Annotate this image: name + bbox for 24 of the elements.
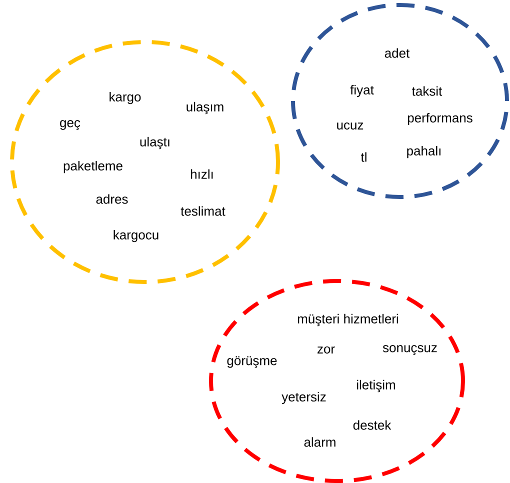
word-label: tl — [360, 152, 366, 162]
word-label: alarm — [304, 437, 336, 447]
word-label: adres — [96, 194, 128, 204]
word-label: teslimat — [180, 206, 226, 216]
word-label: sonuçsuz — [382, 345, 437, 355]
word-label: kargo — [110, 92, 141, 104]
word-label: kargocu — [114, 230, 158, 242]
word-label: görüşme — [227, 356, 277, 368]
word-label: performans — [408, 112, 472, 126]
word-label: adet — [384, 48, 410, 58]
word-label: destek — [353, 420, 392, 430]
word-label: ulaşım — [186, 102, 224, 114]
word-label: taksit — [412, 86, 442, 96]
word-label: zor — [318, 346, 335, 354]
word-label: iletişim — [357, 380, 395, 392]
word-label: pahalı — [407, 146, 440, 158]
word-label: paketleme — [64, 160, 122, 174]
word-label: fiyat — [350, 84, 374, 98]
word-label: ucuz — [337, 122, 364, 130]
word-label: hızlı — [190, 169, 213, 179]
word-label: yetersiz — [282, 392, 326, 404]
word-label: ulaştı — [140, 136, 170, 150]
word-label: müşteri hizmetleri — [298, 314, 398, 326]
word-label: geç — [60, 120, 80, 130]
